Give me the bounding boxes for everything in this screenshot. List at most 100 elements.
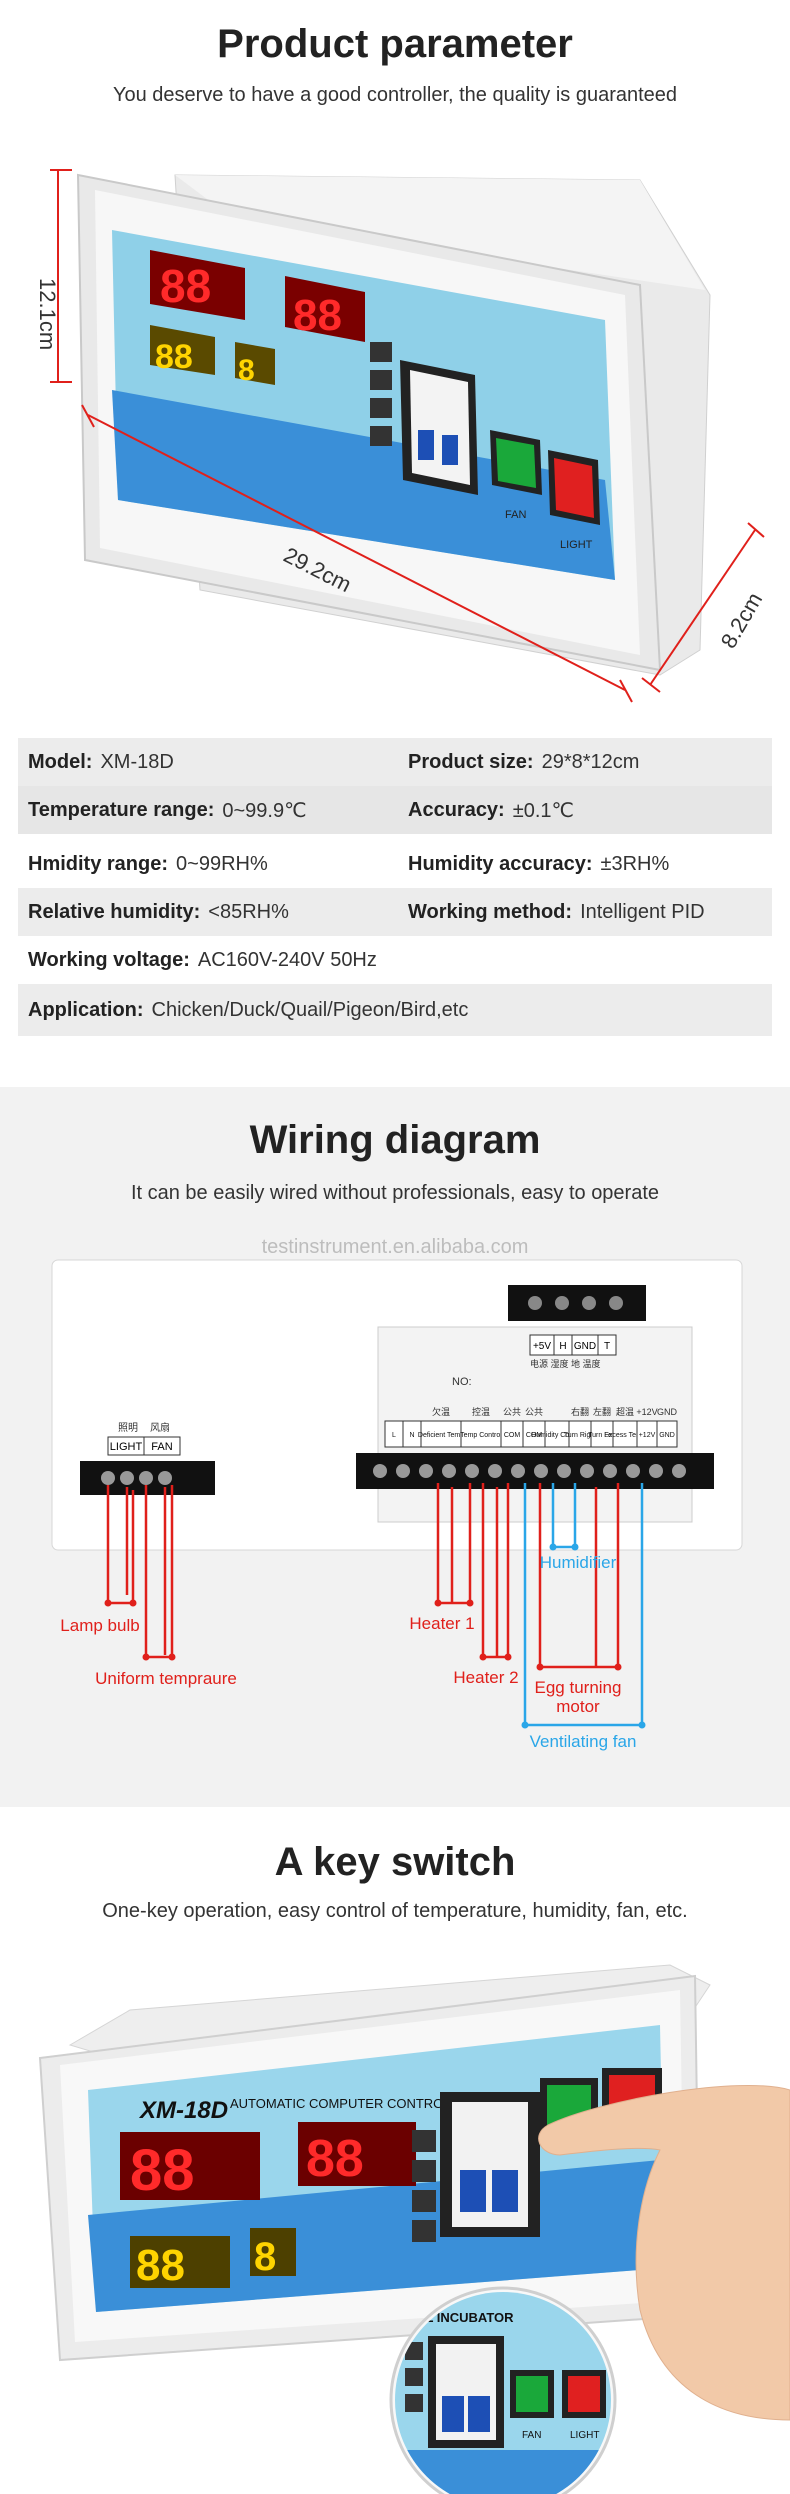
terminal-screw <box>373 1464 387 1478</box>
terminal-label: N <box>409 1432 414 1439</box>
small-block-cn1: 照明 <box>118 1422 138 1434</box>
circuit-breaker <box>440 2092 540 2237</box>
heater1-label: Heater 1 <box>409 1614 474 1633</box>
small-block-cn2: 风扇 <box>150 1421 170 1434</box>
red-wire-dots <box>104 1599 622 1671</box>
dim-depth-label: 8.2cm <box>716 588 768 652</box>
param-row: Model:XM-18D Product size:29*8*12cm <box>18 738 772 786</box>
no-label: NO: <box>452 1376 472 1388</box>
param-value: XM-18D <box>100 750 174 773</box>
zoom-fan-label: FAN <box>522 2430 541 2441</box>
svg-text:88: 88 <box>306 2130 364 2188</box>
param-row: Application:Chicken/Duck/Quail/Pigeon/Bi… <box>18 984 772 1036</box>
terminal-label: COM <box>526 1432 543 1439</box>
terminal-screw <box>511 1464 525 1478</box>
lamp-bulb-label: Lamp bulb <box>60 1616 139 1635</box>
wiring-diagram: testinstrument.en.alibaba.com +5V H GND … <box>51 1236 743 1751</box>
egg-turning-label-line1: Egg turning <box>535 1678 622 1697</box>
fan-switch: FAN <box>490 430 542 521</box>
param-key: Product size: <box>408 750 534 773</box>
terminal-cn-label: 超温 <box>616 1406 634 1417</box>
terminal-label: GND <box>659 1432 675 1439</box>
dimension-lines <box>50 169 765 703</box>
svg-text:8: 8 <box>254 2235 276 2279</box>
param-key: Working method: <box>408 900 573 923</box>
terminal-label: +12V <box>639 1432 656 1439</box>
param-value: AC160V-240V 50Hz <box>197 948 377 971</box>
param-value: ±0.1℃ <box>512 799 574 822</box>
section1-title: Product parameter <box>217 22 573 66</box>
param-key: Humidity accuracy: <box>408 852 593 875</box>
terminal-cn-label: 控温 <box>472 1406 490 1417</box>
svg-text:88: 88 <box>136 2241 185 2290</box>
sensor-label: +5V <box>533 1341 551 1352</box>
param-row: Working voltage: AC160V-240V 50Hz <box>18 936 772 984</box>
sensor-label: T <box>604 1341 610 1352</box>
svg-text:88: 88 <box>155 338 193 376</box>
egg-turning-label-line2: motor <box>556 1697 600 1716</box>
yellow-led-display: 88 8 <box>130 2228 296 2290</box>
yellow-led-display: 88 8 <box>150 325 275 387</box>
dim-height-label: 12.1cm <box>35 278 60 350</box>
param-row: Relative humidity: <85RH% Working method:… <box>18 888 772 936</box>
main-terminal-block <box>356 1453 714 1489</box>
svg-text:8: 8 <box>238 354 255 387</box>
param-key: Working voltage: <box>28 948 190 971</box>
small-block-fan: FAN <box>151 1441 172 1453</box>
uniform-temperature-label: Uniform tempraure <box>95 1669 237 1688</box>
terminal-screw <box>488 1464 502 1478</box>
terminal-screw <box>419 1464 433 1478</box>
terminal-screw <box>465 1464 479 1478</box>
terminal-label: Humidity Control <box>531 1432 583 1439</box>
terminal-label-box <box>656 1420 678 1448</box>
svg-text:88: 88 <box>130 2138 195 2203</box>
control-buttons <box>412 2130 436 2242</box>
terminal-label: Deficient Temp <box>418 1432 464 1439</box>
zoom-circle: TROL INCUBATOR FAN LIGHT <box>389 2286 617 2494</box>
terminal-label: L <box>392 1432 396 1439</box>
param-key: Relative humidity: <box>28 900 201 923</box>
terminal-cn-label: 右翻 <box>571 1406 589 1417</box>
light-switch: LIGHT <box>548 450 600 551</box>
sensor-terminal-block <box>508 1285 646 1321</box>
watermark: testinstrument.en.alibaba.com <box>262 1236 529 1258</box>
param-value: 0~99RH% <box>176 852 268 875</box>
product-dimension-illustration: 88 88 88 8 FAN LIGHT <box>35 169 768 703</box>
control-buttons <box>370 342 392 446</box>
terminal-label-box <box>544 1420 570 1448</box>
terminal-screw <box>626 1464 640 1478</box>
param-key: Hmidity range: <box>28 852 169 875</box>
terminal-label: Turn Right <box>564 1432 596 1439</box>
terminal-screw <box>580 1464 594 1478</box>
ventilating-fan-label: Ventilating fan <box>530 1732 637 1751</box>
section2-subtitle: It can be easily wired without professio… <box>130 1182 660 1204</box>
param-value: 0~99.9℃ <box>222 799 307 822</box>
param-key: Temperature range: <box>28 798 215 821</box>
small-block-light: LIGHT <box>110 1441 143 1453</box>
terminal-cn-label: 左翻 <box>593 1406 611 1417</box>
sensor-label: GND <box>574 1341 596 1352</box>
param-value: 29*8*12cm <box>541 750 640 773</box>
section2-title: Wiring diagram <box>249 1118 541 1162</box>
terminal-cn-label: GND <box>657 1407 678 1417</box>
terminal-screw <box>442 1464 456 1478</box>
terminal-label-box <box>612 1420 638 1448</box>
terminal-screw <box>603 1464 617 1478</box>
sensor-cn-label: 电源 湿度 地 温度 <box>530 1358 601 1369</box>
section3-subtitle: One-key operation, easy control of tempe… <box>102 1900 688 1922</box>
param-value: Chicken/Duck/Quail/Pigeon/Bird,etc <box>151 998 469 1021</box>
param-value: <85RH% <box>208 900 289 923</box>
terminal-screw <box>396 1464 410 1478</box>
zoom-light-label: LIGHT <box>570 2430 599 2441</box>
terminal-label: Excess Temp <box>604 1432 646 1439</box>
param-value: ±3RH% <box>600 852 670 875</box>
blue-wires <box>523 1483 644 1727</box>
terminal-cn-label: 欠温 <box>432 1406 450 1417</box>
finger-image <box>538 2085 790 2421</box>
blue-wire-dots <box>521 1543 646 1729</box>
sensor-label: H <box>559 1341 566 1352</box>
param-value: Intelligent PID <box>580 900 705 923</box>
terminal-screw <box>649 1464 663 1478</box>
red-wires <box>106 1483 620 1669</box>
